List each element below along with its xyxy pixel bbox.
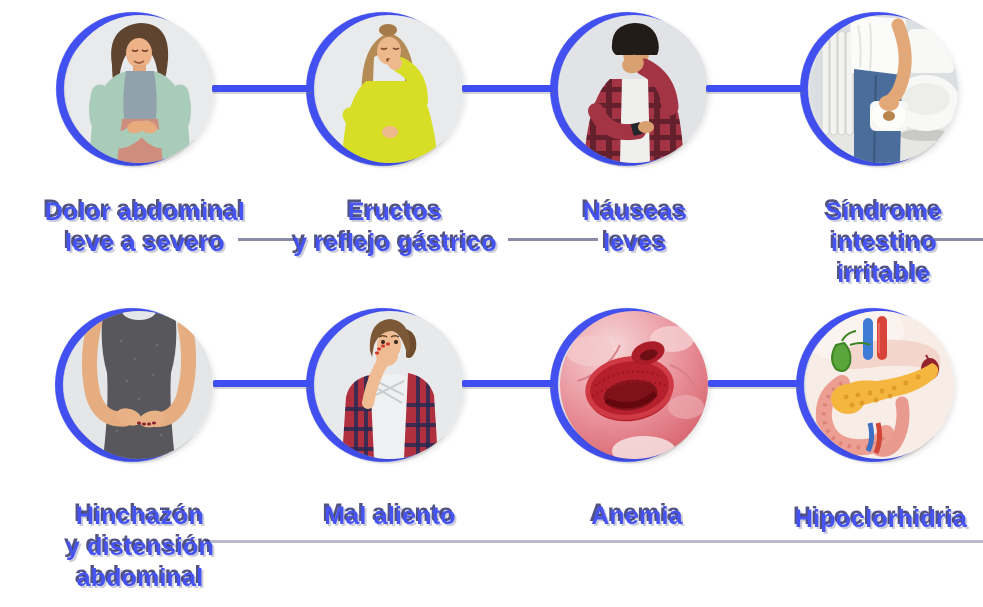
label-line: leve a severo bbox=[65, 229, 225, 257]
symptom-circle-hipoclorhidria bbox=[789, 301, 964, 471]
label-connector-line bbox=[205, 540, 983, 543]
label-line: abdominal bbox=[76, 564, 204, 592]
red-blood-cells-3d-illustration bbox=[560, 311, 708, 459]
connector-line bbox=[462, 85, 554, 92]
label-line: Mal aliento bbox=[324, 502, 456, 530]
connector-line bbox=[708, 380, 800, 387]
pancreas-digestive-anatomy-illustration bbox=[806, 311, 954, 459]
symptom-circle-mal-aliento bbox=[299, 301, 474, 471]
label-connector-line bbox=[933, 238, 983, 241]
man-nausea-photo bbox=[560, 15, 708, 163]
label-connector-line bbox=[508, 238, 598, 241]
label-connector-line bbox=[238, 238, 300, 241]
symptom-label-hipoclorhidria: Hipoclorhidria bbox=[731, 504, 983, 535]
symptom-label-nauseas: Náuseas leves bbox=[485, 197, 785, 259]
symptom-circle-hinchazon bbox=[48, 301, 223, 471]
label-line: intestino bbox=[831, 229, 937, 257]
symptom-label-mal-aliento: Mal aliento bbox=[240, 501, 540, 532]
connector-line bbox=[706, 85, 804, 92]
label-line: irritable bbox=[837, 260, 931, 288]
label-line: Dolor abdominal bbox=[44, 198, 246, 226]
person-with-toilet-paper-photo bbox=[810, 15, 958, 163]
label-line: Náuseas bbox=[582, 198, 688, 226]
woman-covering-mouth-photo bbox=[316, 311, 464, 459]
label-line: y distensión bbox=[65, 533, 215, 561]
symptom-circle-eructos bbox=[299, 5, 474, 175]
label-line: leves bbox=[603, 229, 667, 257]
symptom-label-hinchazon: Hinchazón y distensión abdominal bbox=[0, 501, 290, 594]
symptom-label-sindrome-intestino: Síndrome intestino irritable bbox=[734, 197, 983, 290]
symptom-circle-nauseas bbox=[543, 5, 718, 175]
connector-line bbox=[213, 380, 311, 387]
label-line: Hinchazón bbox=[75, 502, 205, 530]
label-line: Eructos bbox=[347, 198, 443, 226]
symptom-circle-dolor-abdominal bbox=[49, 5, 224, 175]
symptom-label-eructos: Eructos y reflejo gástrico bbox=[245, 197, 545, 259]
symptom-circle-anemia bbox=[543, 301, 718, 471]
label-line: y reflejo gástrico bbox=[293, 229, 497, 257]
woman-bloated-belly-photo bbox=[65, 311, 213, 459]
woman-abdominal-pain-photo bbox=[66, 15, 214, 163]
label-line: Anemia bbox=[591, 502, 683, 530]
symptom-circle-sindrome-intestino bbox=[793, 5, 968, 175]
label-line: Síndrome bbox=[825, 198, 943, 226]
connector-line bbox=[212, 85, 312, 92]
woman-burping-photo bbox=[316, 15, 464, 163]
connector-line bbox=[462, 380, 554, 387]
symptom-label-anemia: Anemia bbox=[487, 501, 787, 532]
symptom-label-dolor-abdominal: Dolor abdominal leve a severo bbox=[0, 197, 295, 259]
label-line: Hipoclorhidria bbox=[794, 505, 968, 533]
